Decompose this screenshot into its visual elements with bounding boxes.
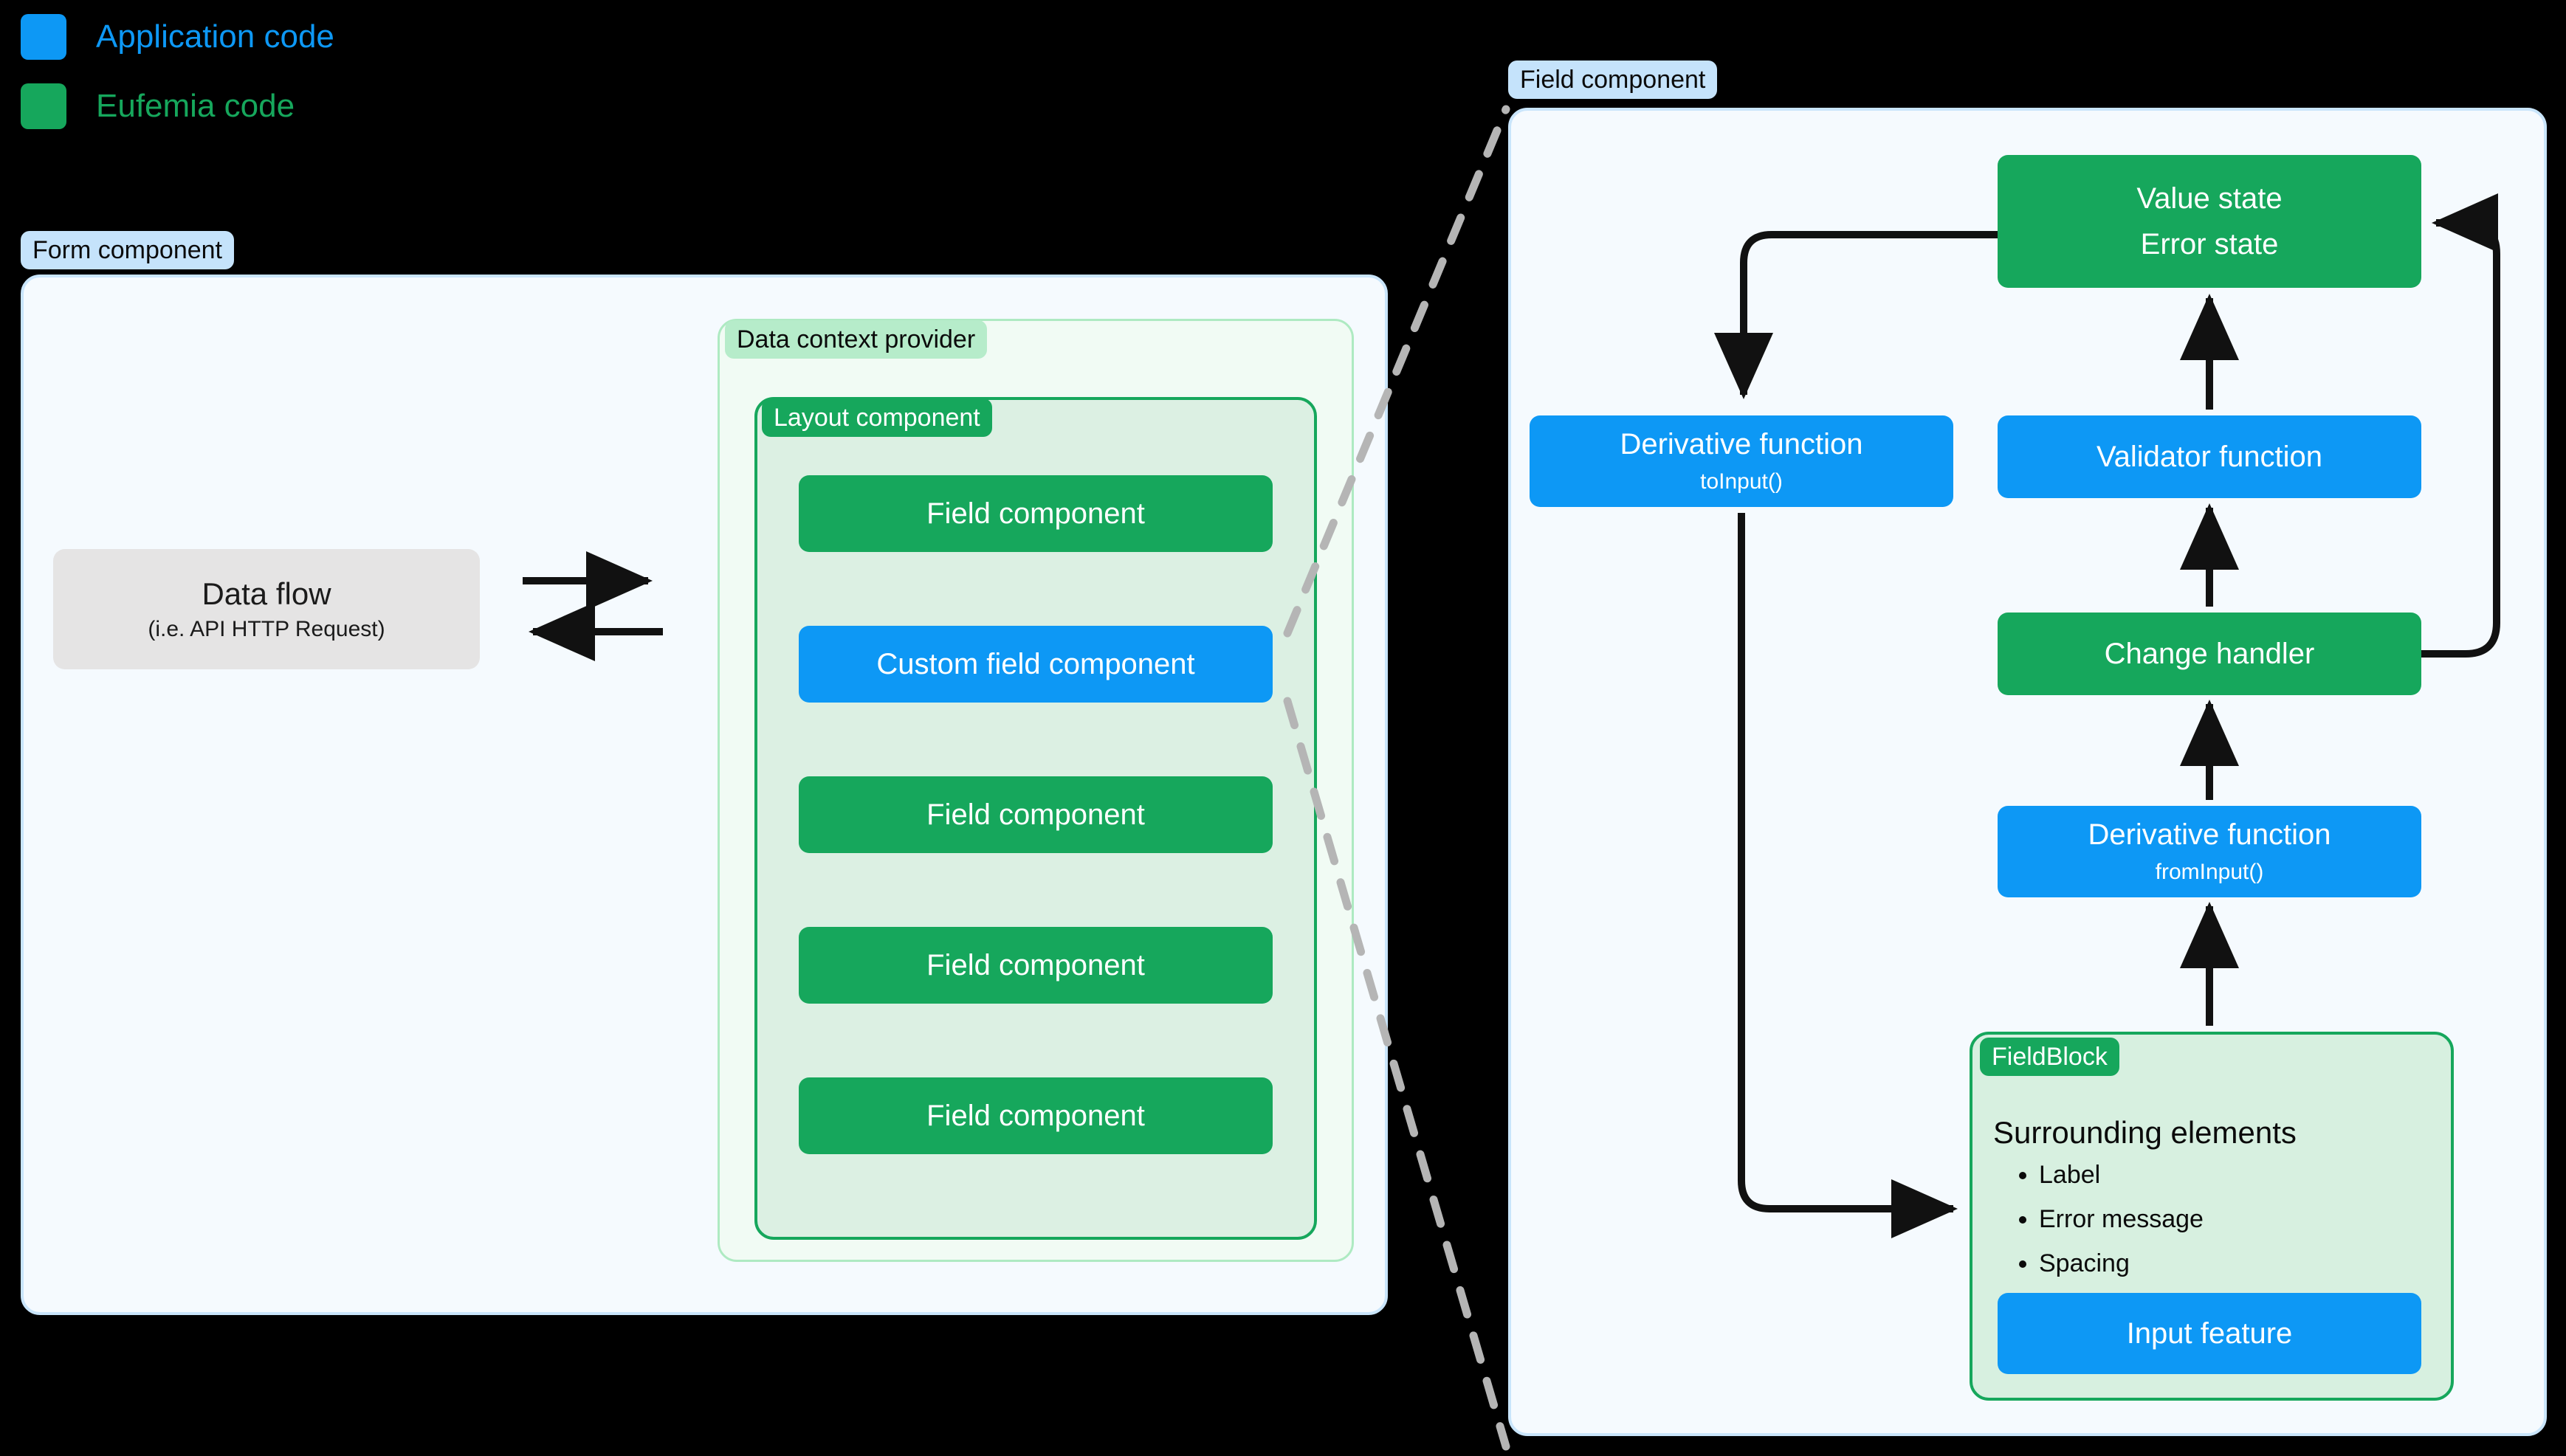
custom-field-component-label: Custom field component	[876, 648, 1195, 680]
derivative-from-input-title: Derivative function	[2088, 818, 2331, 852]
field-component-label: Field component	[926, 497, 1145, 530]
list-item: Label	[2039, 1162, 2204, 1187]
error-state-label: Error state	[2140, 228, 2279, 261]
field-component-3: Field component	[799, 776, 1273, 853]
field-component-label: Field component	[926, 1100, 1145, 1132]
input-feature-box: Input feature	[1998, 1293, 2421, 1374]
custom-field-component: Custom field component	[799, 626, 1273, 703]
validator-function-title: Validator function	[2096, 441, 2323, 473]
legend-item-application: Application code	[21, 10, 537, 63]
legend-label-application: Application code	[96, 18, 334, 55]
value-error-state-box: Value state Error state	[1998, 155, 2421, 288]
legend-item-eufemia: Eufemia code	[21, 80, 537, 133]
value-state-label: Value state	[2136, 182, 2283, 215]
derivative-to-input-subtitle: toInput()	[1700, 469, 1783, 494]
data-context-provider-badge: Data context provider	[725, 320, 988, 359]
input-feature-label: Input feature	[2126, 1317, 2293, 1350]
field-component-panel-badge: Field component	[1508, 61, 1718, 99]
field-block-badge: FieldBlock	[1980, 1038, 2119, 1076]
surrounding-elements-list: Label Error message Spacing	[2005, 1162, 2204, 1295]
field-component-4: Field component	[799, 927, 1273, 1004]
list-item: Error message	[2039, 1207, 2204, 1232]
legend-swatch-eufemia-icon	[21, 83, 66, 129]
layout-component-badge: Layout component	[762, 398, 992, 437]
list-item: Spacing	[2039, 1251, 2204, 1276]
derivative-function-from-input-box: Derivative function fromInput()	[1998, 806, 2421, 897]
change-handler-title: Change handler	[2104, 638, 2315, 670]
derivative-to-input-title: Derivative function	[1620, 428, 1863, 461]
legend: Application code Eufemia code	[21, 10, 537, 149]
surrounding-elements-heading: Surrounding elements	[1993, 1115, 2297, 1150]
data-flow-subtitle: (i.e. API HTTP Request)	[148, 616, 385, 641]
data-flow-box: Data flow (i.e. API HTTP Request)	[53, 549, 480, 669]
legend-label-eufemia: Eufemia code	[96, 88, 295, 124]
field-component-label: Field component	[926, 798, 1145, 831]
validator-function-box: Validator function	[1998, 415, 2421, 498]
data-flow-title: Data flow	[202, 576, 331, 611]
derivative-function-to-input-box: Derivative function toInput()	[1530, 415, 1953, 507]
form-component-badge: Form component	[21, 231, 234, 269]
derivative-from-input-subtitle: fromInput()	[2155, 860, 2264, 885]
field-component-label: Field component	[926, 949, 1145, 981]
field-component-5: Field component	[799, 1077, 1273, 1154]
legend-swatch-application-icon	[21, 14, 66, 60]
field-component-1: Field component	[799, 475, 1273, 552]
change-handler-box: Change handler	[1998, 613, 2421, 695]
